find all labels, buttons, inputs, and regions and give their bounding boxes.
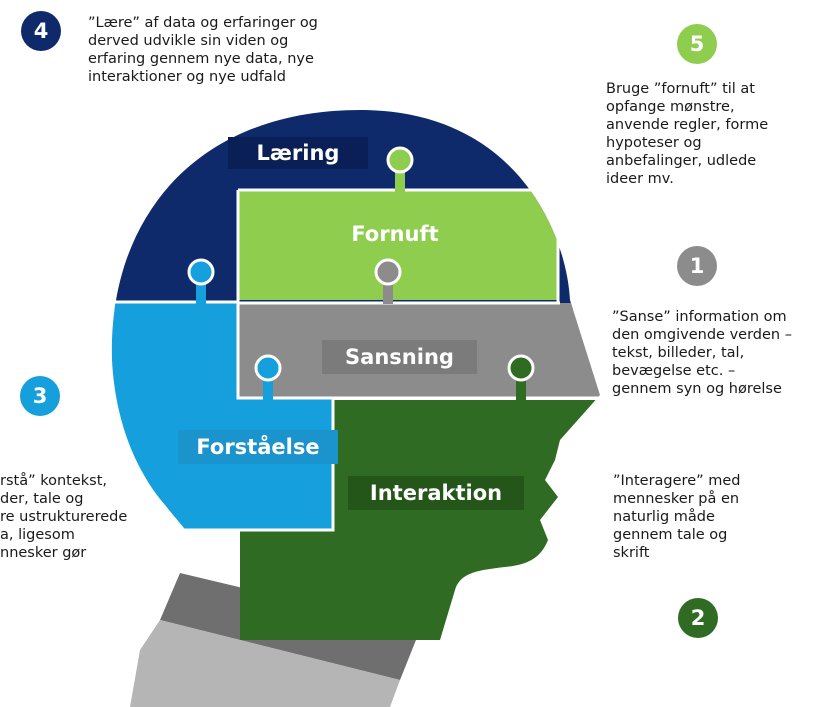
piece-fornuft	[238, 190, 558, 300]
label-sansning: Sansning	[322, 340, 477, 374]
step-4-badge: 4	[21, 11, 61, 51]
step-1-text: ”Sanse” information om den omgivende ver…	[612, 309, 792, 397]
neck-band-light	[130, 620, 400, 707]
label-fornuft: Fornuft	[351, 222, 439, 246]
step-2-text: ”Interagere” med mennesker på en naturli…	[613, 473, 741, 561]
label-interaktion: Interaktion	[348, 476, 524, 510]
step-3-text: rstå” kontekst, der, tale og re ustruktu…	[0, 473, 128, 561]
piece-interaktion	[333, 400, 600, 640]
step-5-badge: 5	[677, 24, 717, 64]
label-forstaaelse: Forståelse	[178, 430, 338, 464]
knob-fornuft-top	[386, 146, 414, 192]
step-5-text: Bruge ”fornuft” til at opfange mønstre, …	[606, 81, 769, 187]
step-1-badge: 1	[677, 246, 717, 286]
label-laering: Læring	[228, 137, 368, 169]
knob-sansning-top	[374, 258, 402, 304]
step-4-text: ”Lære” af data og erfaringer og derved u…	[88, 15, 318, 85]
knob-interaktion-top	[507, 354, 535, 401]
knob-forstaaelse-top	[254, 354, 282, 401]
knob-laering-left	[187, 258, 215, 304]
step-2-badge: 2	[678, 598, 718, 638]
step-3-badge: 3	[20, 376, 60, 416]
